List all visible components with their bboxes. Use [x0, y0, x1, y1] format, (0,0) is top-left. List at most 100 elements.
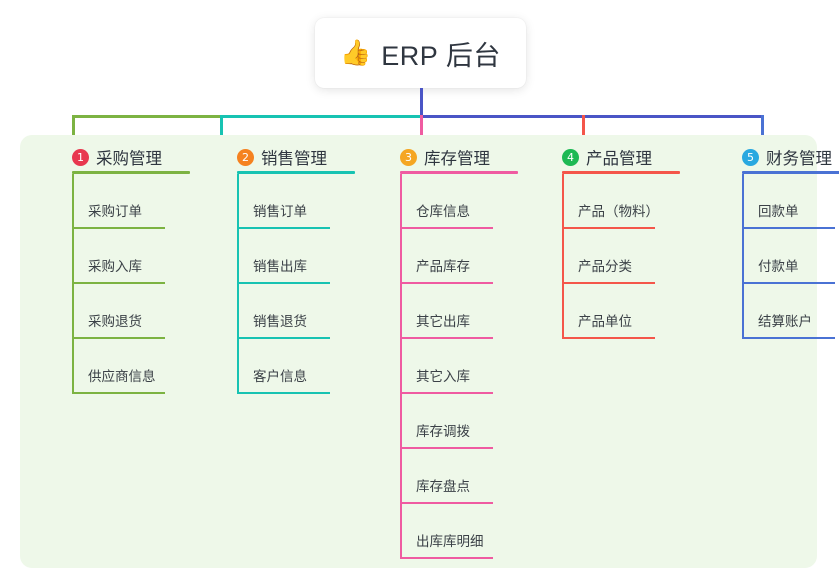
- branch-drop-line-5: [761, 115, 764, 150]
- leaf-item[interactable]: 客户信息: [237, 339, 330, 394]
- leaf-rule: [400, 557, 493, 559]
- leaf-rule: [400, 282, 493, 284]
- leaf-label: 回款单: [758, 204, 799, 219]
- leaf-item[interactable]: 产品单位: [562, 284, 655, 339]
- leaf-item[interactable]: 其它入库: [400, 339, 493, 394]
- leaf-rule: [742, 337, 835, 339]
- branch-title-4: 产品管理: [586, 150, 652, 168]
- leaf-item[interactable]: 库存调拨: [400, 394, 493, 449]
- leaf-rule: [400, 502, 493, 504]
- branch-header-3[interactable]: 3 库存管理: [383, 144, 490, 170]
- root-title: ERP 后台: [381, 40, 501, 71]
- leaf-rule: [562, 227, 655, 229]
- leaf-rule: [237, 337, 330, 339]
- leaf-label: 其它入库: [416, 369, 470, 384]
- leaf-item[interactable]: 采购入库: [72, 229, 165, 284]
- branch-stem-1: [72, 174, 74, 394]
- branch-rule-3: [400, 171, 518, 174]
- branch-stem-5: [742, 174, 744, 339]
- leaf-item[interactable]: 采购退货: [72, 284, 165, 339]
- leaf-item[interactable]: 产品（物料）: [562, 174, 659, 229]
- leaf-rule: [72, 392, 165, 394]
- leaf-item[interactable]: 产品库存: [400, 229, 493, 284]
- leaf-rule: [72, 227, 165, 229]
- leaf-item[interactable]: 付款单: [742, 229, 835, 284]
- leaf-label: 结算账户: [758, 314, 812, 329]
- branch-stem-2: [237, 174, 239, 394]
- branch-header-4[interactable]: 4 产品管理: [545, 144, 652, 170]
- leaf-item[interactable]: 仓库信息: [400, 174, 493, 229]
- branch-rule-2: [237, 171, 355, 174]
- branch-header-5[interactable]: 5 财务管理: [725, 144, 832, 170]
- branch-number-badge-3: 3: [400, 148, 417, 166]
- leaf-label: 采购订单: [88, 204, 142, 219]
- branch-title-3: 库存管理: [424, 150, 490, 168]
- branch-column-1: 1 采购管理采购订单采购入库采购退货供应商信息: [55, 135, 190, 394]
- branch-drop-line-1: [72, 115, 75, 150]
- leaf-rule: [72, 282, 165, 284]
- leaf-rule: [742, 282, 835, 284]
- leaf-rule: [237, 227, 330, 229]
- branch-drop-line-4: [582, 115, 585, 150]
- branch-rule-4: [562, 171, 680, 174]
- leaf-label: 产品库存: [416, 259, 470, 274]
- leaf-label: 采购退货: [88, 314, 142, 329]
- leaf-item[interactable]: 产品分类: [562, 229, 655, 284]
- leaf-item[interactable]: 销售退货: [237, 284, 330, 339]
- bus-segment-1: [72, 115, 220, 118]
- leaf-label: 产品（物料）: [578, 204, 659, 219]
- branch-number-badge-1: 1: [72, 148, 89, 166]
- branch-title-5: 财务管理: [766, 150, 832, 168]
- bus-segment-3: [420, 115, 762, 118]
- leaf-rule: [562, 282, 655, 284]
- leaf-item[interactable]: 库存盘点: [400, 449, 493, 504]
- branch-stem-4: [562, 174, 564, 339]
- leaf-label: 付款单: [758, 259, 799, 274]
- leaf-item[interactable]: 销售出库: [237, 229, 330, 284]
- branch-rule-5: [742, 171, 839, 174]
- leaf-label: 其它出库: [416, 314, 470, 329]
- leaf-rule: [400, 447, 493, 449]
- branch-column-5: 5 财务管理回款单付款单结算账户: [725, 135, 839, 339]
- leaf-label: 销售订单: [253, 204, 307, 219]
- root-node[interactable]: 👍 ERP 后台: [315, 18, 526, 88]
- leaf-rule: [237, 392, 330, 394]
- leaf-rule: [72, 337, 165, 339]
- leaf-label: 供应商信息: [88, 369, 156, 384]
- leaf-item[interactable]: 销售订单: [237, 174, 330, 229]
- thumbs-up-emoji: 👍: [340, 38, 372, 67]
- leaf-label: 采购入库: [88, 259, 142, 274]
- branch-column-4: 4 产品管理产品（物料） 产品分类产品单位: [545, 135, 680, 339]
- leaf-label: 产品分类: [578, 259, 632, 274]
- branch-drop-line-3: [420, 115, 423, 150]
- leaf-item[interactable]: 采购订单: [72, 174, 165, 229]
- branch-stem-3: [400, 174, 402, 559]
- bus-segment-2: [220, 115, 420, 118]
- branch-header-1[interactable]: 1 采购管理: [55, 144, 162, 170]
- leaf-rule: [237, 282, 330, 284]
- leaf-rule: [400, 227, 493, 229]
- leaf-rule: [742, 227, 835, 229]
- leaf-item[interactable]: 出库库明细: [400, 504, 493, 559]
- branch-rule-1: [72, 171, 190, 174]
- branch-title-1: 采购管理: [96, 150, 162, 168]
- leaf-rule: [400, 337, 493, 339]
- leaf-label: 销售退货: [253, 314, 307, 329]
- leaf-item[interactable]: 其它出库: [400, 284, 493, 339]
- branch-number-badge-5: 5: [742, 148, 759, 166]
- branch-number-badge-4: 4: [562, 148, 579, 166]
- leaf-rule: [562, 337, 655, 339]
- leaf-label: 客户信息: [253, 369, 307, 384]
- branch-number-badge-2: 2: [237, 148, 254, 166]
- root-trunk-line: [420, 88, 423, 118]
- leaf-rule: [400, 392, 493, 394]
- branch-drop-line-2: [220, 115, 223, 150]
- leaf-item[interactable]: 回款单: [742, 174, 835, 229]
- leaf-item[interactable]: 结算账户: [742, 284, 835, 339]
- leaf-item[interactable]: 供应商信息: [72, 339, 165, 394]
- leaf-label: 销售出库: [253, 259, 307, 274]
